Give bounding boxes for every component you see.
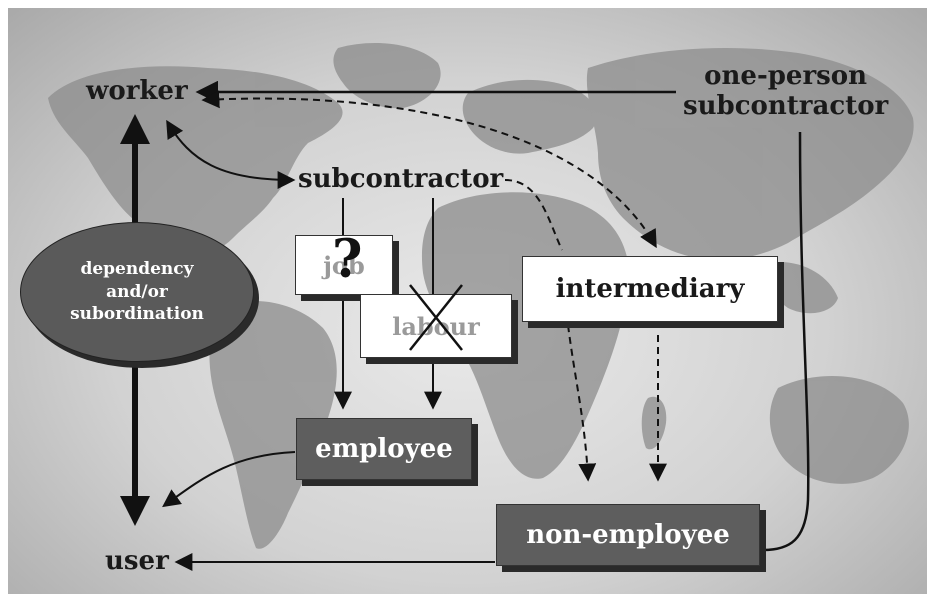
dependency-ellipse: dependency and/or subordination [20, 222, 254, 362]
dashed-worker-intermediary [201, 90, 657, 249]
labour-label: labour [392, 311, 480, 341]
one-person-subcontractor-label: one-person subcontractor [683, 61, 889, 121]
user-label: user [105, 546, 169, 576]
dashed-subcontractor-intermediary [504, 179, 563, 251]
intermediary-box: intermediary [522, 256, 778, 322]
line-one-person-to-non-employee [762, 131, 810, 552]
employee-box: employee [296, 418, 472, 480]
dashed-intermediary-non-employee-1 [567, 324, 597, 482]
arrow-employee-to-user [162, 451, 296, 508]
labour-box: labour [360, 294, 512, 358]
job-box: job [295, 235, 393, 295]
worker-label: worker [86, 76, 188, 106]
subcontractor-label: subcontractor [298, 164, 504, 194]
job-label: job [323, 250, 365, 280]
intermediary-label: intermediary [555, 274, 745, 304]
arrow-worker-subcontractor [166, 119, 296, 189]
dependency-text: dependency and/or subordination [70, 258, 204, 325]
non-employee-label: non-employee [526, 520, 730, 550]
employee-label: employee [315, 434, 453, 464]
non-employee-box: non-employee [496, 504, 760, 566]
question-mark: ? [332, 229, 363, 290]
